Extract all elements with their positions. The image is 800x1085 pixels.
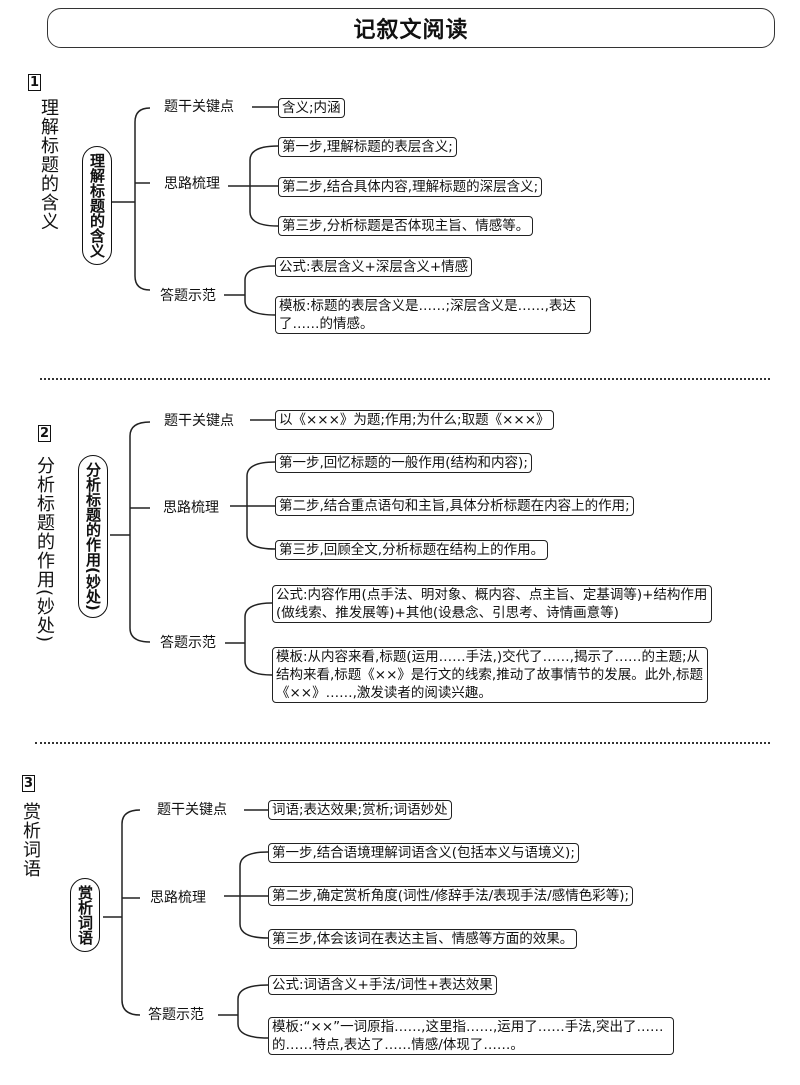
section-side-label: 赏析词语	[20, 802, 41, 878]
step-box: 第二步,结合具体内容,理解标题的深层含义;	[278, 177, 543, 197]
step-box: 第一步,结合语境理解词语含义(包括本义与语境义);	[268, 843, 579, 863]
formula-box: 公式:内容作用(点手法、明对象、概内容、点主旨、定基调等)+结构作用(做线索、推…	[272, 585, 712, 623]
thinking-label: 思路梳理	[164, 176, 220, 192]
template-box: 模板:“××”一词原指……,这里指……,运用了……手法,突出了……的……特点,表…	[268, 1017, 674, 1055]
section-number: 2	[38, 425, 51, 442]
thinking-label: 思路梳理	[163, 500, 219, 516]
key-points-label: 题干关键点	[157, 802, 227, 818]
key-points-box: 含义;内涵	[278, 98, 345, 118]
template-box: 模板:从内容来看,标题(运用……手法,)交代了……,揭示了……的主题;从结构来看…	[272, 647, 708, 703]
thinking-label: 思路梳理	[150, 890, 206, 906]
key-points-box: 词语;表达效果;赏析;词语妙处	[268, 800, 452, 820]
section-divider	[35, 742, 770, 744]
answer-label: 答题示范	[160, 635, 216, 651]
section-side-label: 分析标题的作用(妙处)	[34, 456, 55, 644]
topic-pill: 理解标题的含义	[82, 146, 112, 265]
formula-box: 公式:词语含义+手法/词性+表达效果	[268, 975, 497, 995]
step-box: 第三步,体会该词在表达主旨、情感等方面的效果。	[268, 929, 578, 949]
formula-box: 公式:表层含义+深层含义+情感	[275, 257, 473, 277]
key-points-box: 以《×××》为题;作用;为什么;取题《×××》	[275, 410, 554, 430]
step-box: 第一步,回忆标题的一般作用(结构和内容);	[275, 453, 532, 473]
step-box: 第二步,结合重点语句和主旨,具体分析标题在内容上的作用;	[275, 496, 634, 516]
page-title: 记叙文阅读	[353, 18, 469, 43]
topic-pill: 赏析词语	[70, 878, 100, 952]
step-box: 第三步,回顾全文,分析标题在结构上的作用。	[275, 540, 549, 560]
section-number: 1	[28, 74, 41, 91]
answer-label: 答题示范	[160, 288, 216, 304]
section-side-label: 理解标题的含义	[38, 98, 59, 231]
section-number: 3	[22, 775, 35, 792]
key-points-label: 题干关键点	[164, 413, 234, 429]
section-divider	[40, 378, 770, 380]
key-points-label: 题干关键点	[164, 99, 234, 115]
step-box: 第二步,确定赏析角度(词性/修辞手法/表现手法/感情色彩等);	[268, 886, 634, 906]
title-banner: 记叙文阅读	[47, 8, 775, 48]
template-box: 模板:标题的表层含义是……;深层含义是……,表达了……的情感。	[275, 296, 591, 334]
step-box: 第一步,理解标题的表层含义;	[278, 137, 457, 157]
answer-label: 答题示范	[148, 1007, 204, 1023]
step-box: 第三步,分析标题是否体现主旨、情感等。	[278, 216, 534, 236]
topic-pill: 分析标题的作用(妙处)	[78, 455, 108, 618]
